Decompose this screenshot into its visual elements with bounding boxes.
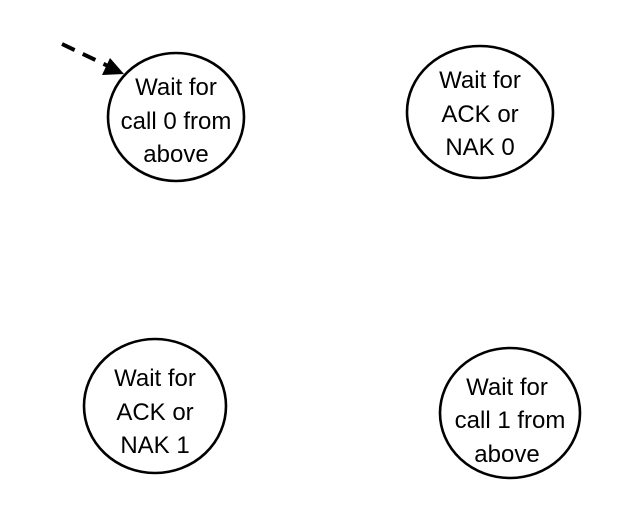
state-label-line: ACK or bbox=[116, 399, 193, 426]
state-wait-call-0: Wait for call 0 from above bbox=[106, 51, 246, 183]
state-label-line: ACK or bbox=[441, 101, 518, 128]
state-label-line: above bbox=[143, 141, 208, 168]
state-label-line: Wait for bbox=[439, 67, 521, 94]
state-label-line: above bbox=[474, 441, 539, 468]
state-wait-ack-nak-0: Wait for ACK or NAK 0 bbox=[405, 44, 555, 180]
state-label-line: Wait for bbox=[114, 365, 196, 392]
state-label-line: Wait for bbox=[135, 74, 217, 101]
state-wait-call-1: Wait for call 1 from above bbox=[438, 346, 582, 480]
initial-state-arrow bbox=[61, 42, 124, 75]
state-label-line: call 1 from bbox=[455, 407, 566, 434]
state-label-line: Wait for bbox=[466, 374, 548, 401]
state-label-line: call 0 from bbox=[121, 108, 232, 135]
state-label-line: NAK 1 bbox=[120, 432, 189, 459]
state-wait-ack-nak-1: Wait for ACK or NAK 1 bbox=[82, 337, 228, 475]
state-label-line: NAK 0 bbox=[445, 134, 514, 161]
